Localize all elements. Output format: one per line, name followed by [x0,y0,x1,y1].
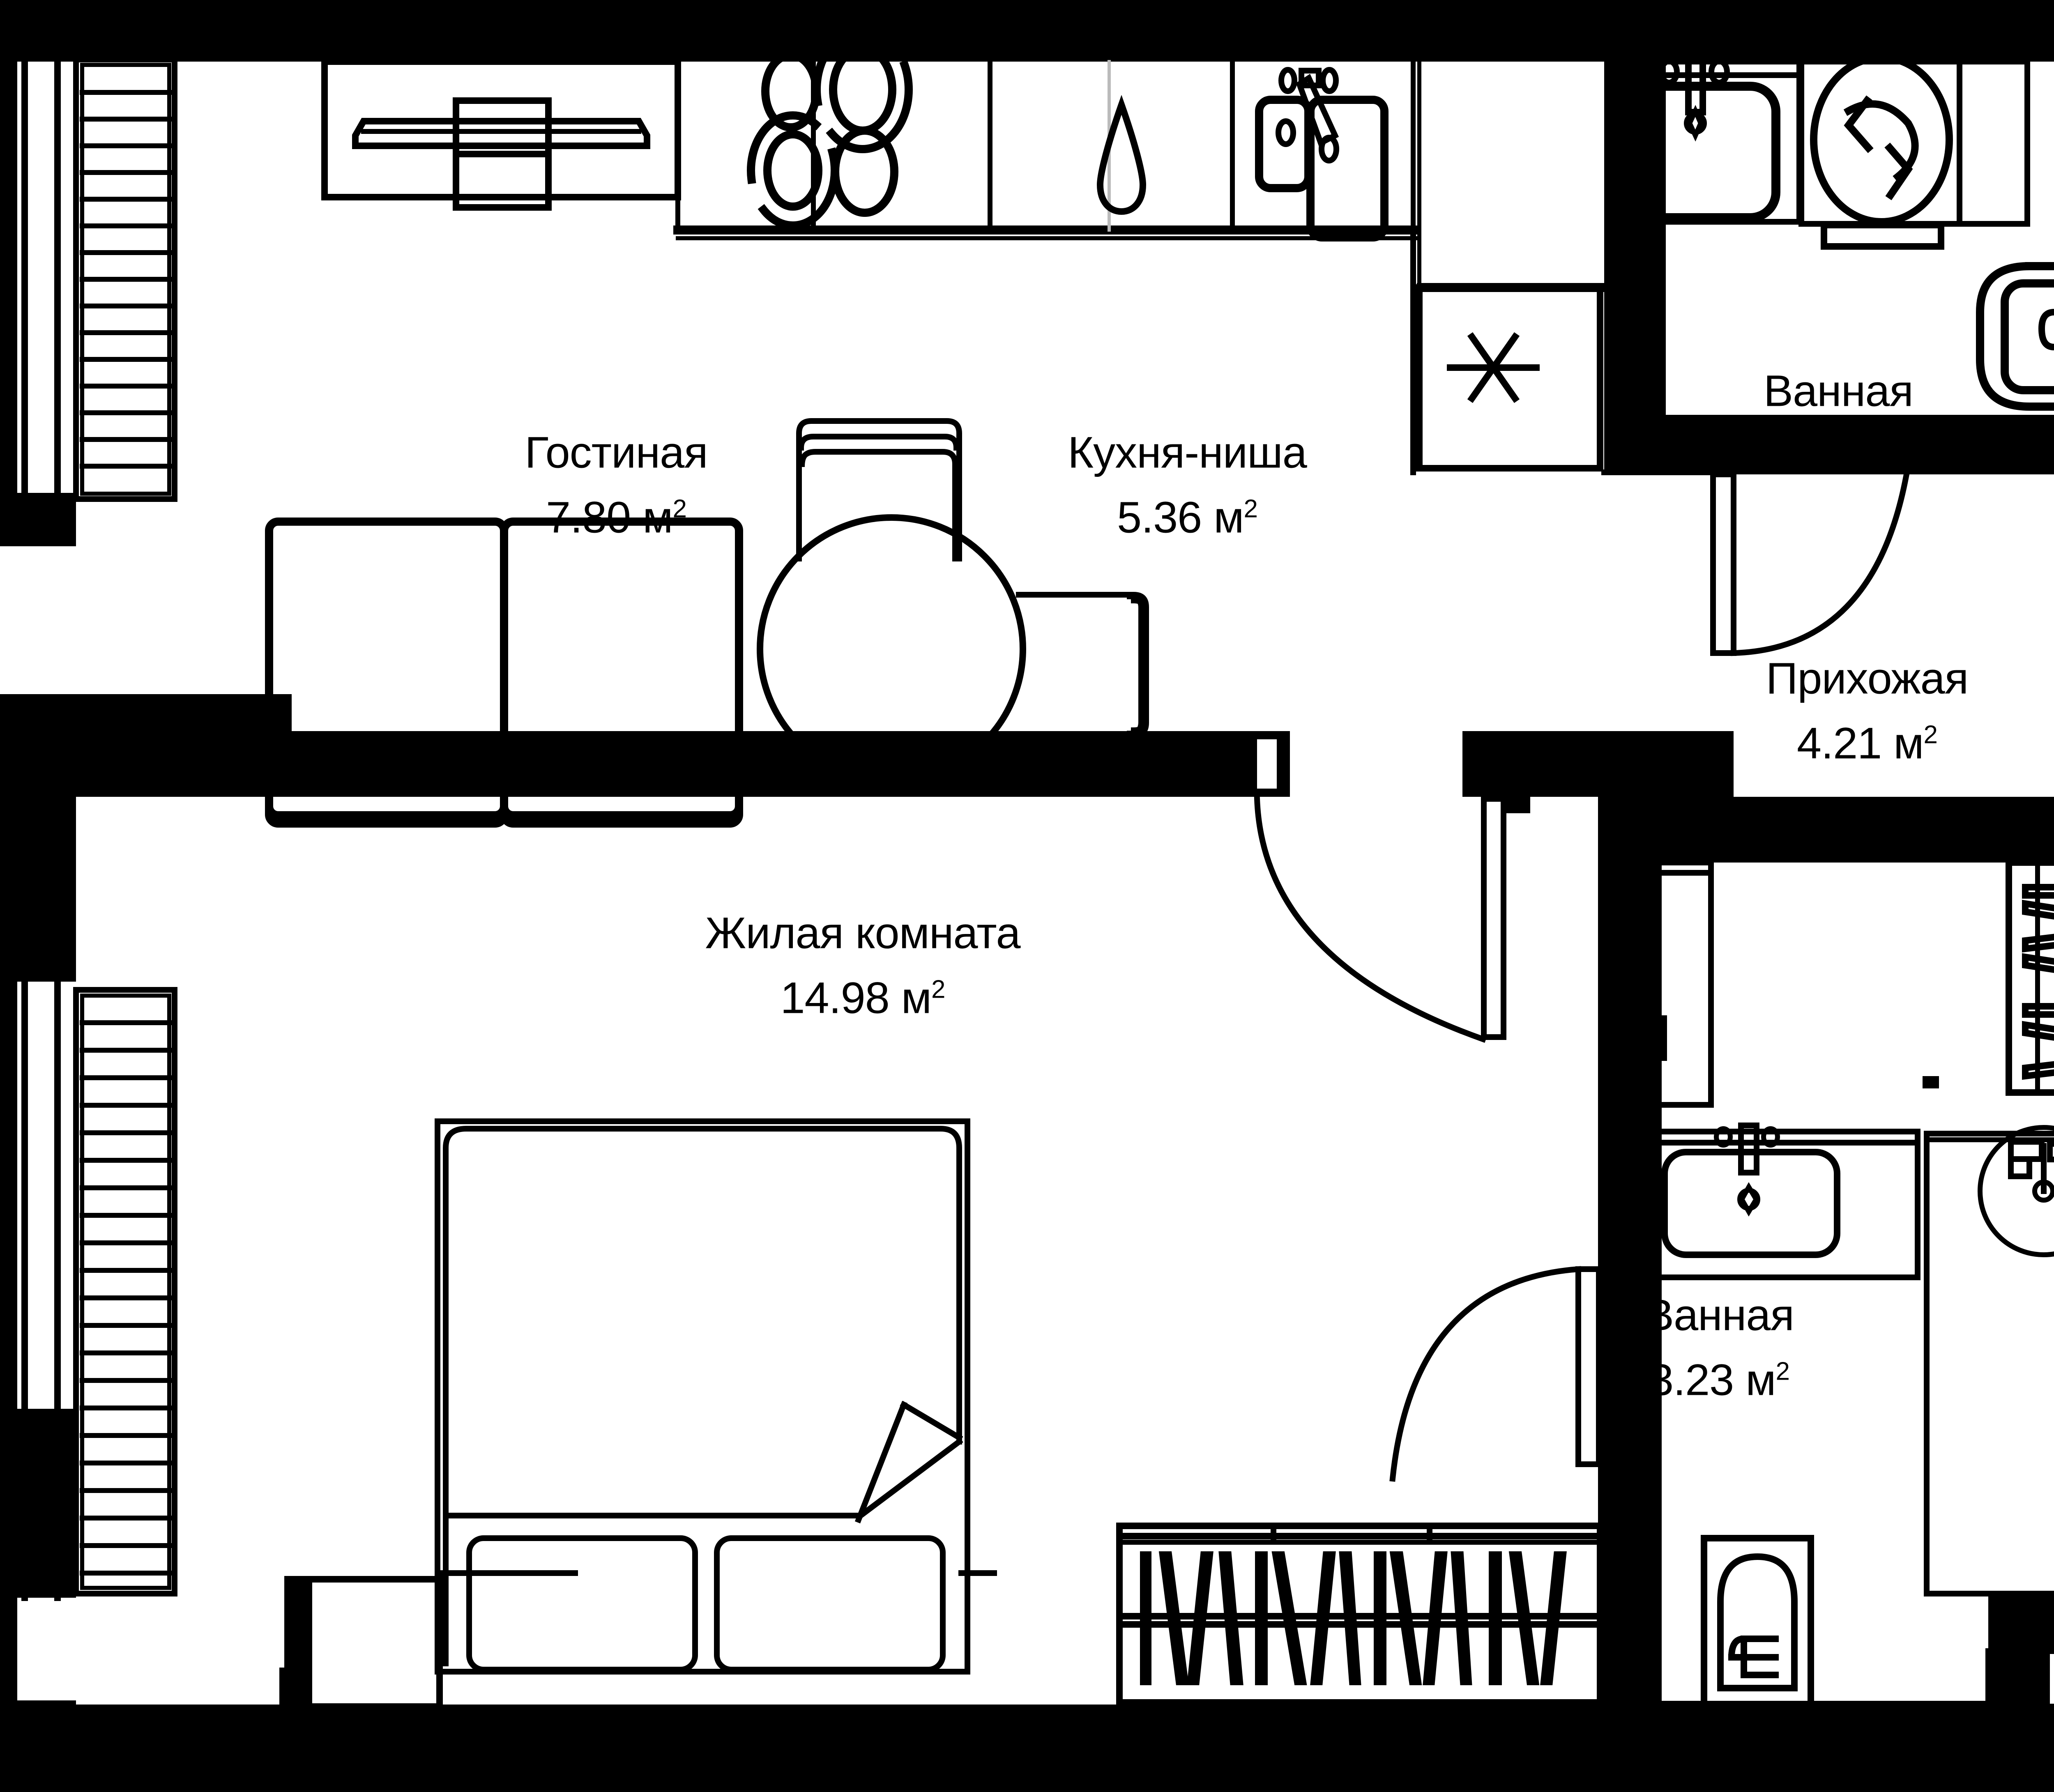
washing-machine [1798,54,2030,250]
refrigerator [1416,283,1605,472]
kitchen-sink [1255,96,1389,242]
radiator-living [73,57,177,502]
bath2-door [1389,1266,1643,1514]
hall-door-to-bath1 [1710,472,1910,656]
room-label-living: Гостиная 7.80 м2 [525,425,708,544]
sofa-two-seat [265,518,743,828]
cooktop-burners [747,26,913,230]
faucet [1278,67,1339,147]
room-label-bathroom-1: Ванная 2.22 м2 [1764,363,1914,483]
room-label-kitchen: Кухня-ниша 5.36 м2 [1068,425,1307,544]
room-name: Прихожая [1766,653,1969,703]
chair-right [1016,592,1149,738]
room-area: 3.23 м2 [1649,1355,1790,1404]
toilet-bath1 [1976,262,2054,411]
room-name: Гостиная [525,427,708,477]
room-label-bedroom: Жилая комната 14.98 м2 [705,906,1020,1025]
bed-side-tables [284,1570,997,1710]
room-area: 4.21 м2 [1797,718,1938,768]
room-area: 5.36 м2 [1117,492,1258,542]
room-name: Ванная [1764,366,1914,416]
room-label-hallway: Прихожая 4.21 м2 [1766,651,1969,770]
double-bed [435,1118,970,1675]
dining-table-round [757,514,1026,784]
wardrobe-bedroom [1116,1523,1603,1706]
hall-niche [1620,860,1714,1108]
tv-on-stand [321,58,681,211]
misc-notches [1595,469,2054,1709]
window-living [21,46,61,500]
room-name: Жилая комната [705,908,1020,958]
linework-group [21,26,2054,1710]
shower [1924,1125,2054,1596]
radiator-bedroom [73,987,177,1596]
room-area: 2.22 м2 [1768,430,1909,480]
washbasin-bath2 [1619,1123,1920,1280]
room-area: 14.98 м2 [780,973,945,1022]
oven-drop-icon [1096,94,1147,215]
chair-top [796,418,962,561]
room-label-bathroom-2: Ванная 3.23 м2 [1644,1288,1794,1407]
window-bedroom [21,978,61,1601]
room-area: 7.80 м2 [546,492,687,542]
room-name: Ванная [1644,1290,1794,1340]
wardrobe-hall [2006,859,2054,1096]
room-name: Кухня-ниша [1068,427,1307,477]
toilet-bath2 [1701,1535,1814,1710]
bedroom-door [1254,739,1506,1043]
